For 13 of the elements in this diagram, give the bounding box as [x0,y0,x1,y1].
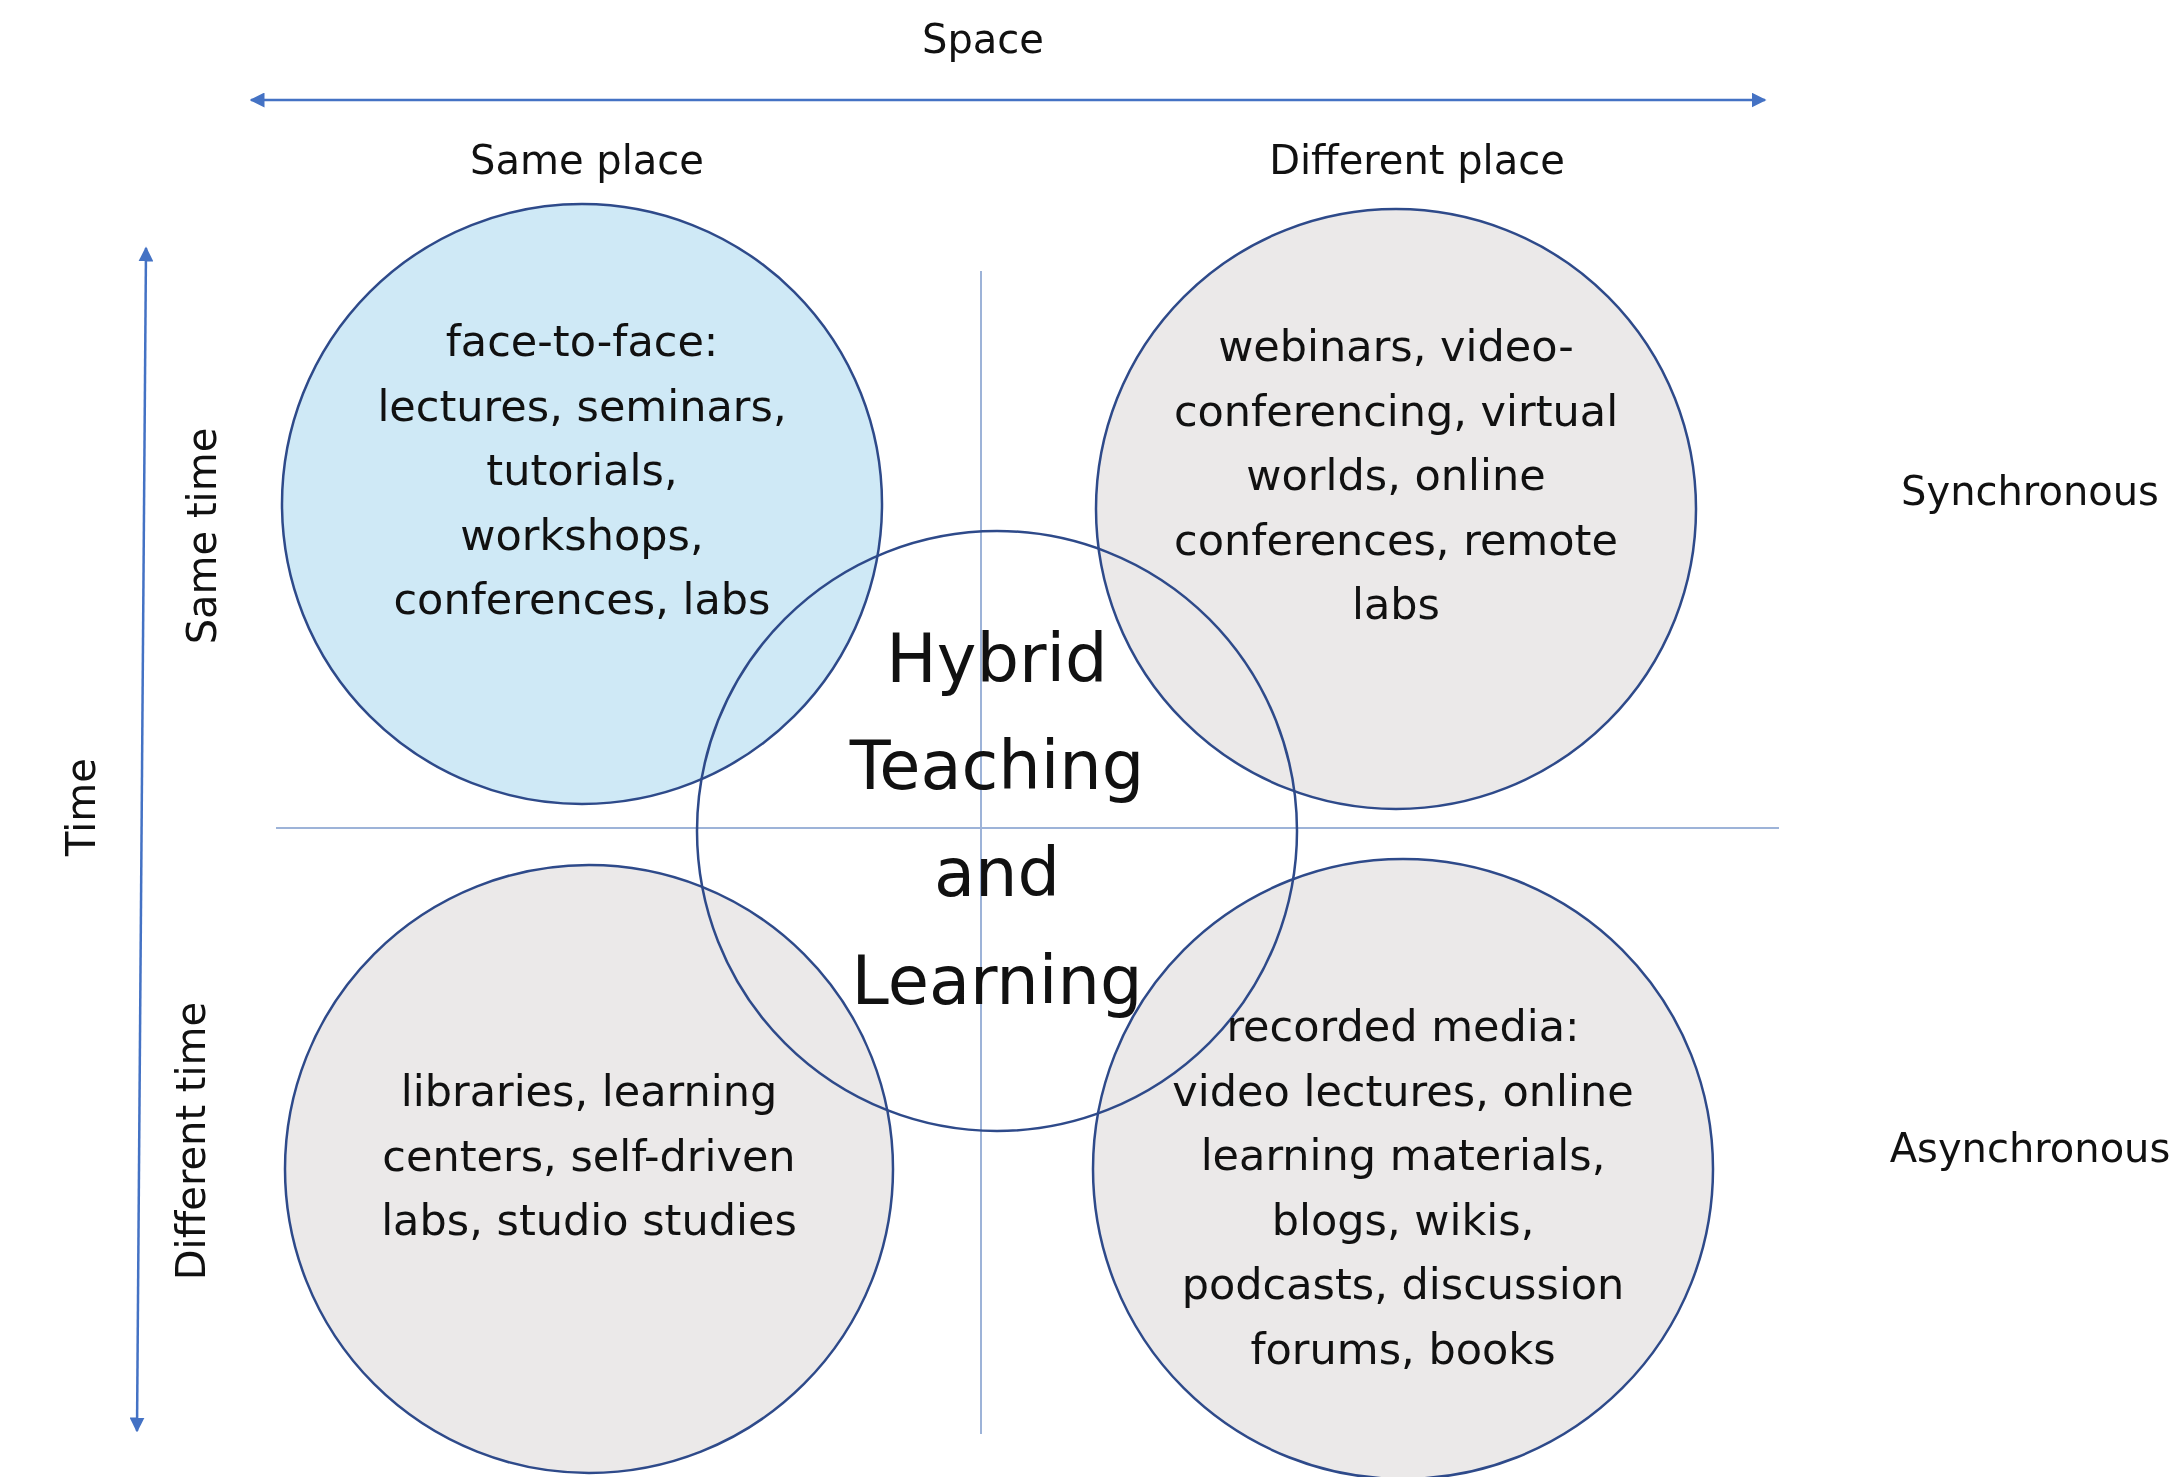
circle-text: recorded media: video lectures, online learning materials, blogs, wikis, podcasts, discussion forums, books [1171,1000,1635,1376]
center-title: Hybrid Teaching and Learning [848,619,1146,1022]
circle-text: webinars, video-conferencing, virtual worlds, online conferences, remote labs [1172,320,1620,631]
column-label: Same place [470,137,704,183]
row-label: Different time [168,1001,214,1281]
axis-label: Space [922,16,1044,62]
row-label: Asynchronous [1889,1125,2171,1171]
circle-text: face-to-face: lectures, seminars, tutorials, workshops, conferences, labs [376,315,788,626]
row-label: Synchronous [1901,468,2159,514]
row-label: Same time [179,427,225,645]
column-label: Different place [1269,137,1565,183]
circle-text: libraries, learning centers, self-driven labs, studio studies [380,1065,798,1247]
axis-label: Time [58,758,104,856]
